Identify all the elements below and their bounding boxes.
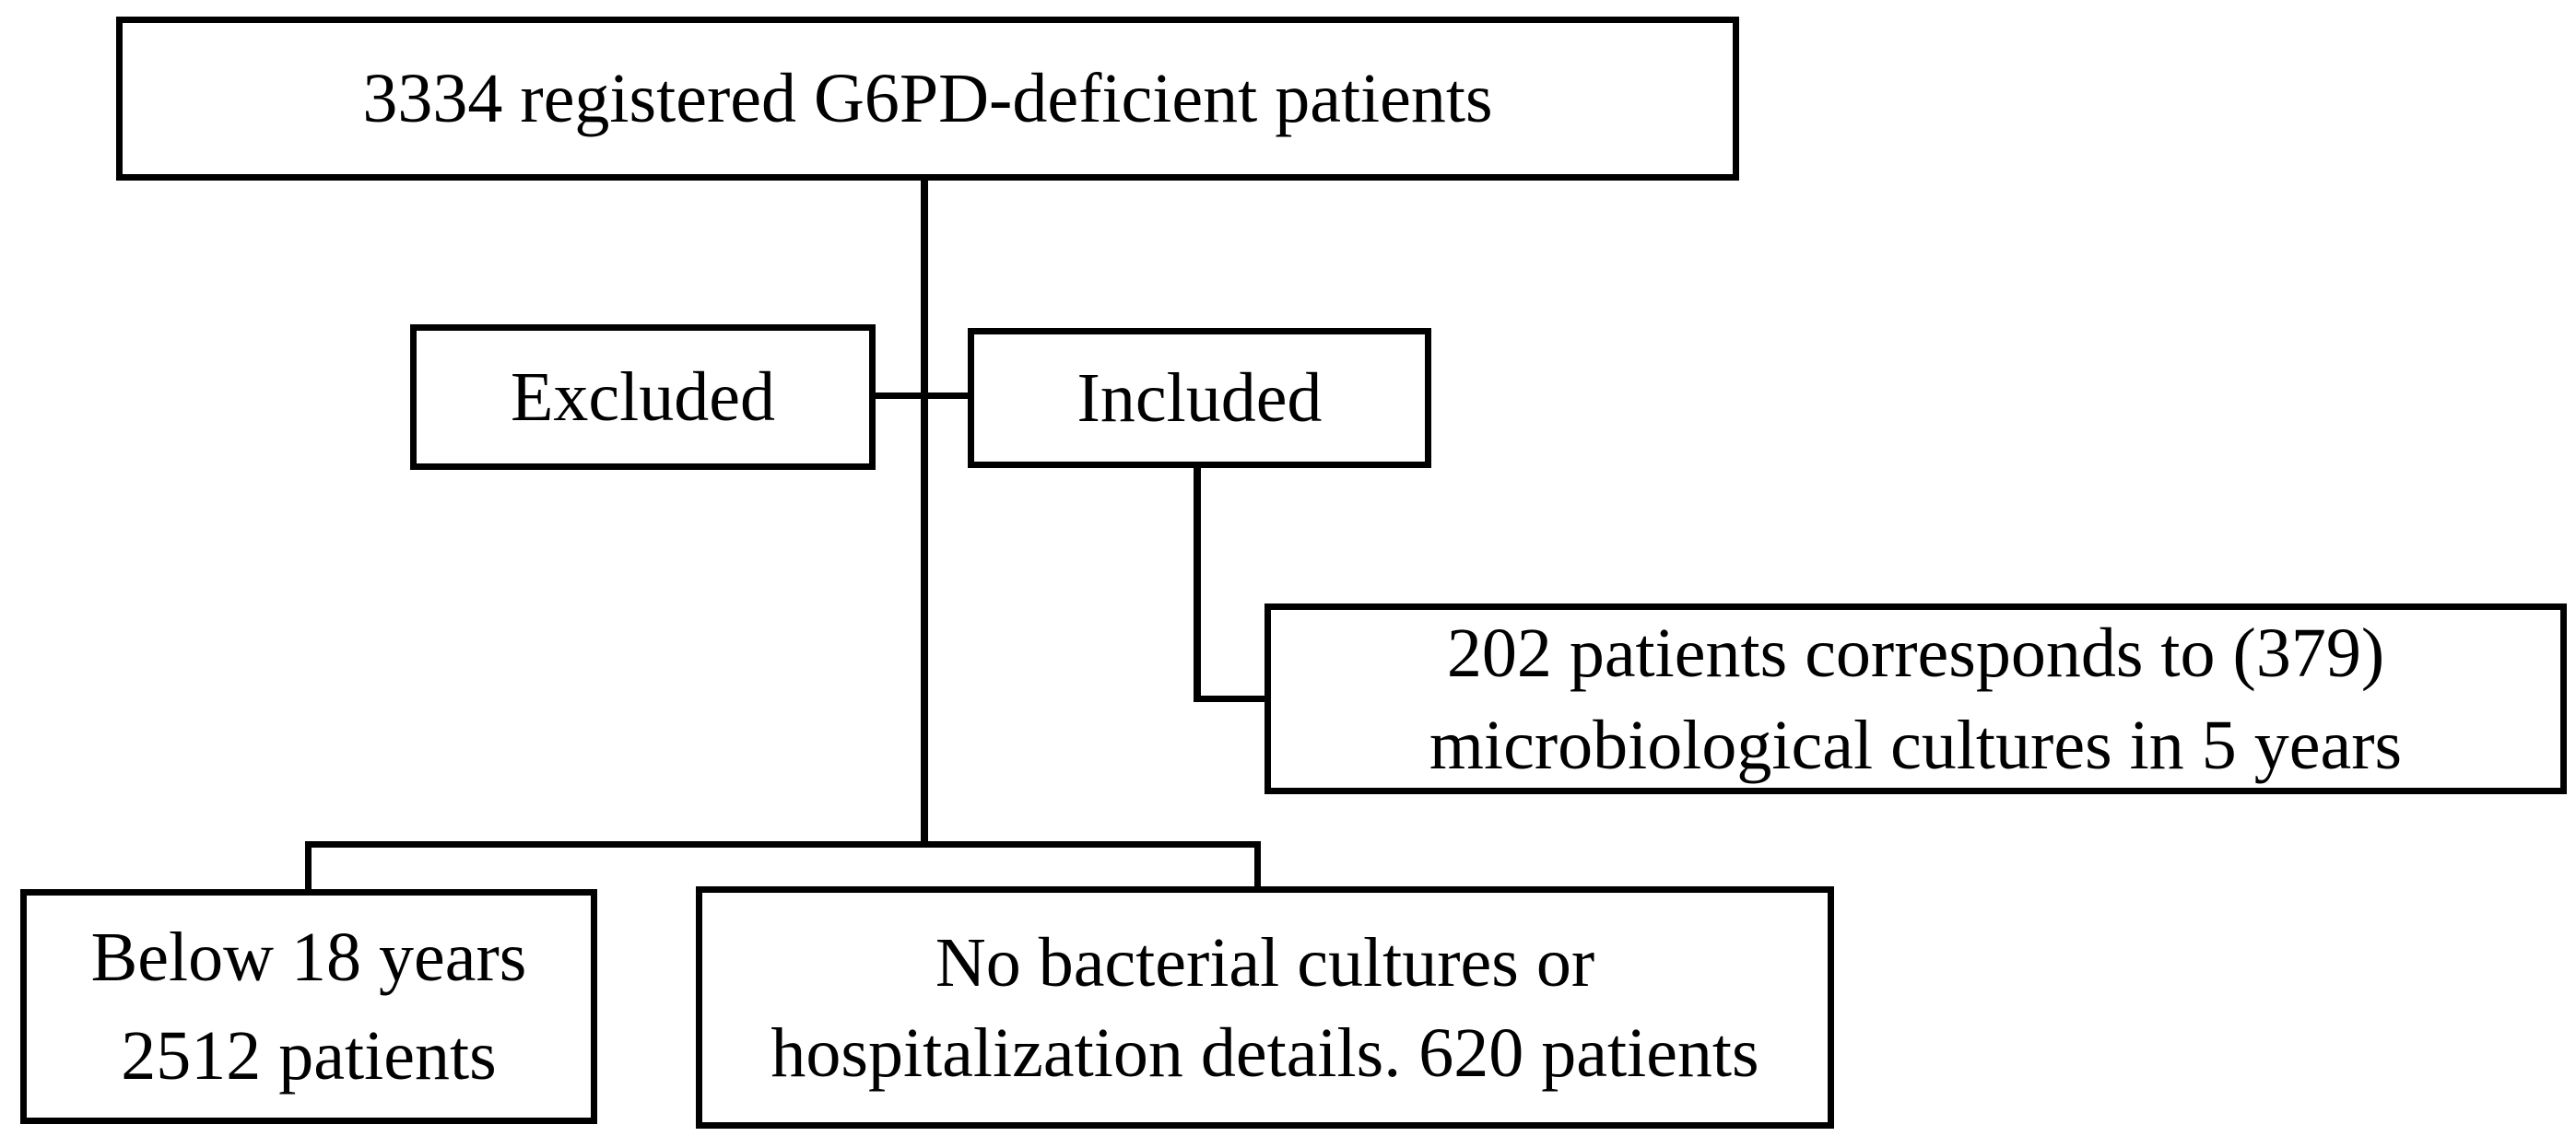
node-root-label: 3334 registered G6PD-deficient patients: [362, 60, 1493, 137]
node-excluded: Excluded: [410, 324, 876, 470]
connector-branch-left-drop: [305, 841, 312, 894]
connector-root-vertical: [921, 177, 928, 848]
node-below-18: Below 18 years 2512 patients: [20, 889, 597, 1124]
node-included: Included: [968, 328, 1431, 468]
node-no-cultures: No bacterial cultures or hospitalization…: [696, 886, 1834, 1129]
connector-branch-horizontal: [305, 841, 1261, 848]
node-below-18-line1: Below 18 years: [90, 919, 527, 996]
connector-excluded-included: [872, 392, 971, 399]
node-included-outcome-line2: microbiological cultures in 5 years: [1429, 706, 2403, 784]
node-below-18-line2: 2512 patients: [121, 1017, 497, 1095]
node-root: 3334 registered G6PD-deficient patients: [116, 17, 1739, 181]
node-included-label: Included: [1076, 359, 1323, 437]
connector-branch-right-drop: [1254, 841, 1261, 894]
node-no-cultures-line1: No bacterial cultures or: [935, 923, 1595, 1002]
connector-included-stub: [1194, 696, 1270, 702]
connector-included-drop: [1194, 464, 1201, 702]
node-included-outcome: 202 patients corresponds to (379) microb…: [1264, 603, 2567, 794]
node-excluded-label: Excluded: [510, 358, 775, 436]
node-no-cultures-line2: hospitalization details. 620 patients: [770, 1013, 1759, 1092]
node-included-outcome-line1: 202 patients corresponds to (379): [1446, 614, 2385, 692]
